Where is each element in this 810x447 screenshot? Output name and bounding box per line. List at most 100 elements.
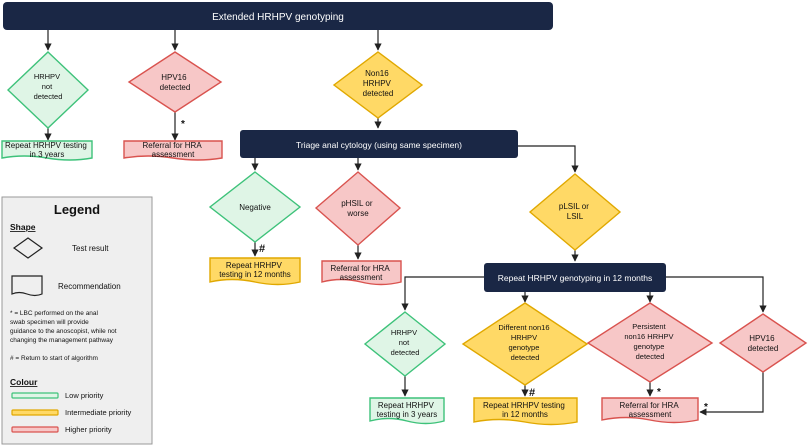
phsil-line-2: worse bbox=[346, 209, 369, 218]
legend-intermediate-swatch bbox=[11, 409, 59, 416]
repeat12-cyto-line-2: testing in 12 months bbox=[219, 270, 291, 279]
svg-text:HRHPV not detected: HRHPV not detected bbox=[391, 328, 420, 357]
legend-test-result: Test result bbox=[72, 244, 109, 253]
rec-repeat-12-months-bottom: Repeat HRHPV testing in 12 months bbox=[473, 397, 578, 426]
svg-text:Repeat HRHPV testing in: Repeat HRHPV testing in 12 months bbox=[219, 261, 291, 279]
test-hrhpv-not-detected-bottom: HRHPV not detected bbox=[363, 311, 447, 377]
test-non16-detected: Non16 HRHPV detected bbox=[332, 51, 424, 119]
not-detected-bottom-line-1: HRHPV bbox=[391, 328, 417, 337]
non16-line-1: Non16 bbox=[365, 69, 389, 78]
hpv16-bottom-line-2: detected bbox=[748, 344, 779, 353]
svg-text:Referral for HRA assessm: Referral for HRA assessment bbox=[620, 401, 681, 419]
svg-text:Referral for HRA assessm: Referral for HRA assessment bbox=[331, 264, 392, 282]
different-line-4: detected bbox=[511, 353, 540, 362]
rec-repeat-3-years-bottom: Repeat HRHPV testing in 3 years bbox=[369, 397, 445, 425]
legend-panel: Legend Shape Test result Recommendation … bbox=[1, 196, 153, 445]
different-line-3: genotype bbox=[509, 343, 540, 352]
header-title: Extended HRHPV genotyping bbox=[212, 12, 344, 23]
legend-star-note-3: guidance to the anoscopist, while not bbox=[10, 328, 117, 335]
repeat12-bottom-line-1: Repeat HRHPV testing bbox=[483, 401, 565, 410]
legend-shape-heading: Shape bbox=[10, 222, 36, 232]
referral-cyto-line-1: Referral for HRA bbox=[331, 264, 391, 273]
legend-diamond-shape bbox=[12, 237, 44, 259]
svg-text:Repeat HRHPV testing in: Repeat HRHPV testing in 3 years bbox=[5, 141, 89, 159]
arrow-to-hpv16-bottom bbox=[666, 276, 767, 313]
legend-hash-note: # = Return to start of algorithm bbox=[10, 355, 98, 362]
hpv16-top-line-2: detected bbox=[160, 83, 191, 92]
different-line-2: HRHPV bbox=[511, 333, 537, 342]
persistent-line-1: Persistent bbox=[632, 322, 666, 331]
test-hpv16-detected-top: HPV16 detected bbox=[127, 51, 223, 113]
svg-text:Referral for HRA assessm: Referral for HRA assessment bbox=[143, 141, 204, 159]
legend-intermediate-label: Intermediate priority bbox=[65, 408, 132, 417]
legend-recommendation: Recommendation bbox=[58, 282, 121, 291]
repeat-genotyping-title: Repeat HRHPV genotyping in 12 months bbox=[498, 273, 653, 283]
different-line-1: Different non16 bbox=[498, 323, 549, 332]
repeat3-bottom-line-2: testing in 3 years bbox=[377, 410, 437, 419]
arrow-hpv16-to-referral bbox=[699, 372, 764, 416]
plsil-line-1: pLSIL or bbox=[559, 202, 589, 211]
negative-label: Negative bbox=[239, 203, 271, 212]
not-detected-top-line-2: not bbox=[42, 82, 53, 91]
legend-document-shape bbox=[11, 275, 43, 297]
rec-repeat-12-months-cyto: Repeat HRHPV testing in 12 months bbox=[209, 257, 301, 286]
test-different-non16: Different non16 HRHPV genotype detected bbox=[461, 302, 589, 386]
svg-text:Persistent non16 HRHPV: Persistent non16 HRHPV genotype detected bbox=[624, 322, 675, 361]
arrow-to-plsil bbox=[518, 145, 579, 173]
rec-referral-hra-bottom: Referral for HRA assessment bbox=[601, 397, 699, 424]
legend-higher-swatch bbox=[11, 426, 59, 433]
svg-text:HPV16 detected: HPV16 detected bbox=[748, 334, 779, 353]
repeat12-bottom-line-2: in 12 months bbox=[502, 410, 548, 419]
not-detected-bottom-line-3: detected bbox=[391, 348, 420, 357]
hpv16-top-line-1: HPV16 bbox=[161, 73, 187, 82]
svg-text:Repeat HRHPV testing in: Repeat HRHPV testing in 3 years bbox=[377, 401, 437, 419]
legend-title: Legend bbox=[54, 202, 100, 217]
test-plsil: pLSIL or LSIL bbox=[528, 173, 622, 251]
phsil-line-1: pHSIL or bbox=[341, 199, 373, 208]
rec-referral-hra-cyto: Referral for HRA assessment bbox=[321, 260, 402, 286]
legend-low-label: Low priority bbox=[65, 391, 104, 400]
star-mark-top: * bbox=[181, 119, 185, 130]
star-mark-bottom-2: * bbox=[704, 402, 708, 413]
hash-mark-bottom: # bbox=[529, 387, 535, 399]
non16-line-2: HRHPV bbox=[363, 79, 392, 88]
svg-text:Different non16 HRHPV: Different non16 HRHPV genotype detected bbox=[498, 323, 551, 362]
legend-higher-label: Higher priority bbox=[65, 425, 112, 434]
repeat3-bottom-line-1: Repeat HRHPV bbox=[378, 401, 435, 410]
not-detected-top-line-3: detected bbox=[34, 92, 63, 101]
test-negative: Negative bbox=[208, 171, 302, 243]
persistent-line-2: non16 HRHPV bbox=[624, 332, 673, 341]
svg-text:pHSIL or worse: pHSIL or worse bbox=[341, 199, 375, 218]
legend-star-note-4: changing the management pathway bbox=[10, 337, 114, 344]
referral-top-line-1: Referral for HRA bbox=[143, 141, 203, 150]
svg-text:HPV16 detected: HPV16 detected bbox=[160, 73, 191, 92]
hpv16-bottom-line-1: HPV16 bbox=[749, 334, 775, 343]
not-detected-bottom-line-2: not bbox=[399, 338, 410, 347]
plsil-line-2: LSIL bbox=[567, 212, 584, 221]
legend-low-swatch bbox=[11, 392, 59, 399]
repeat-genotyping-bar: Repeat HRHPV genotyping in 12 months bbox=[484, 263, 666, 292]
referral-bottom-line-2: assessment bbox=[629, 410, 672, 419]
svg-text:* = LBC performed on the anal: * = LBC performed on the anal swab speci… bbox=[10, 310, 118, 344]
rec-referral-hra-top: Referral for HRA assessment bbox=[123, 140, 223, 161]
repeat3-top-line-1: Repeat HRHPV testing bbox=[5, 141, 87, 150]
test-persistent-non16: Persistent non16 HRHPV genotype detected bbox=[586, 302, 714, 383]
test-hpv16-detected-bottom: HPV16 detected bbox=[718, 313, 808, 373]
legend-colour-heading: Colour bbox=[10, 377, 38, 387]
referral-bottom-line-1: Referral for HRA bbox=[620, 401, 680, 410]
legend-star-note-1: * = LBC performed on the anal bbox=[10, 310, 99, 317]
repeat3-top-line-2: in 3 years bbox=[30, 150, 65, 159]
non16-line-3: detected bbox=[363, 89, 394, 98]
triage-bar: Triage anal cytology (using same specime… bbox=[240, 130, 518, 158]
hash-mark-cyto: # bbox=[259, 243, 265, 255]
triage-title: Triage anal cytology (using same specime… bbox=[296, 140, 462, 150]
connectors bbox=[44, 30, 767, 416]
star-mark-bottom-1: * bbox=[657, 387, 661, 398]
rec-repeat-3-years-top: Repeat HRHPV testing in 3 years bbox=[1, 140, 93, 161]
persistent-line-4: detected bbox=[636, 352, 665, 361]
referral-top-line-2: assessment bbox=[152, 150, 195, 159]
repeat12-cyto-line-1: Repeat HRHPV bbox=[226, 261, 283, 270]
header-bar: Extended HRHPV genotyping bbox=[3, 2, 553, 30]
persistent-line-3: genotype bbox=[634, 342, 665, 351]
